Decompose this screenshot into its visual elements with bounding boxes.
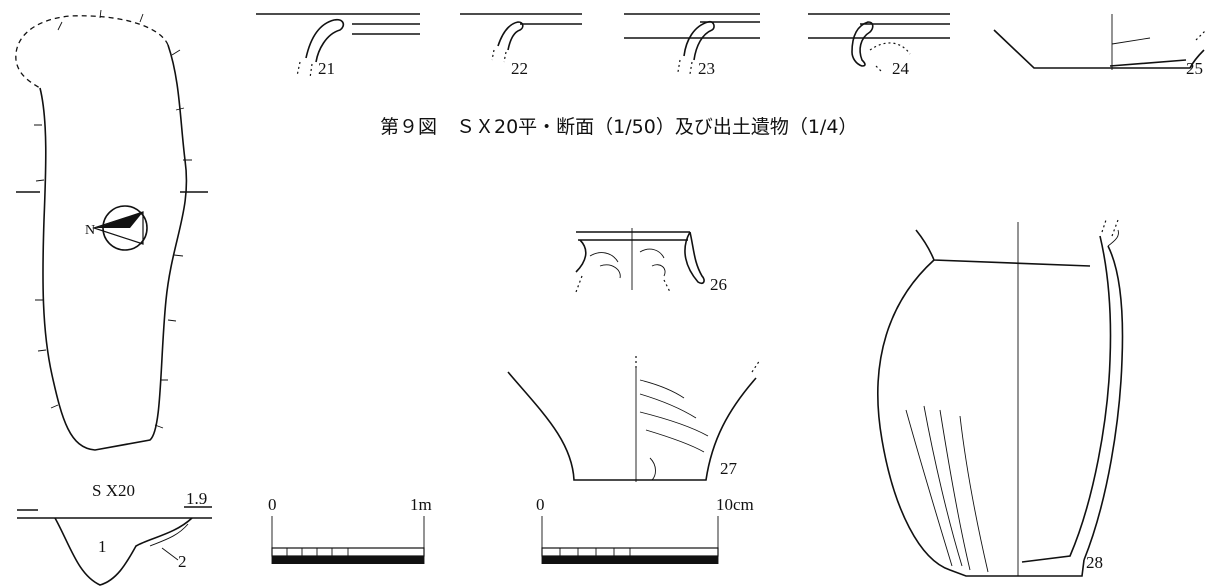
scale-end-label: 1m xyxy=(410,495,432,514)
scale-start-label: 0 xyxy=(268,495,277,514)
layer-2-label: 2 xyxy=(178,552,187,571)
artifact-25: 25 xyxy=(993,14,1207,78)
artifact-label: 23 xyxy=(698,59,715,78)
artifact-24: 24 xyxy=(808,13,950,78)
sx20-section: S X20 1.9 1 2 xyxy=(17,481,212,586)
artifact-scale-bar: 0 10cm xyxy=(536,495,754,564)
artifact-label: 24 xyxy=(892,59,910,78)
north-arrow-icon: N xyxy=(85,205,148,251)
artifact-28: 28 xyxy=(877,219,1124,577)
artifact-label: 28 xyxy=(1086,553,1103,572)
artifact-label: 27 xyxy=(720,459,738,478)
artifact-label: 25 xyxy=(1186,59,1203,78)
plan-scale-bar: 0 1m xyxy=(268,495,432,564)
artifact-23: 23 xyxy=(624,13,760,78)
elevation-label: 1.9 xyxy=(186,489,207,508)
artifact-label: 22 xyxy=(511,59,528,78)
artifact-26: 26 xyxy=(575,228,727,294)
feature-name: S X20 xyxy=(92,481,135,500)
artifact-27: 27 xyxy=(507,356,761,482)
layer-1-label: 1 xyxy=(98,537,107,556)
north-label: N xyxy=(85,223,95,238)
figure-caption: 第９図 ＳＸ20平・断面（1/50）及び出土遺物（1/4） xyxy=(380,116,857,138)
scale-end-label: 10cm xyxy=(716,495,754,514)
scale-start-label: 0 xyxy=(536,495,545,514)
artifact-21: 21 xyxy=(256,13,420,79)
sx20-plan: N xyxy=(15,9,208,451)
artifact-label: 26 xyxy=(710,275,727,294)
artifact-22: 22 xyxy=(460,13,582,78)
artifact-label: 21 xyxy=(318,59,335,78)
